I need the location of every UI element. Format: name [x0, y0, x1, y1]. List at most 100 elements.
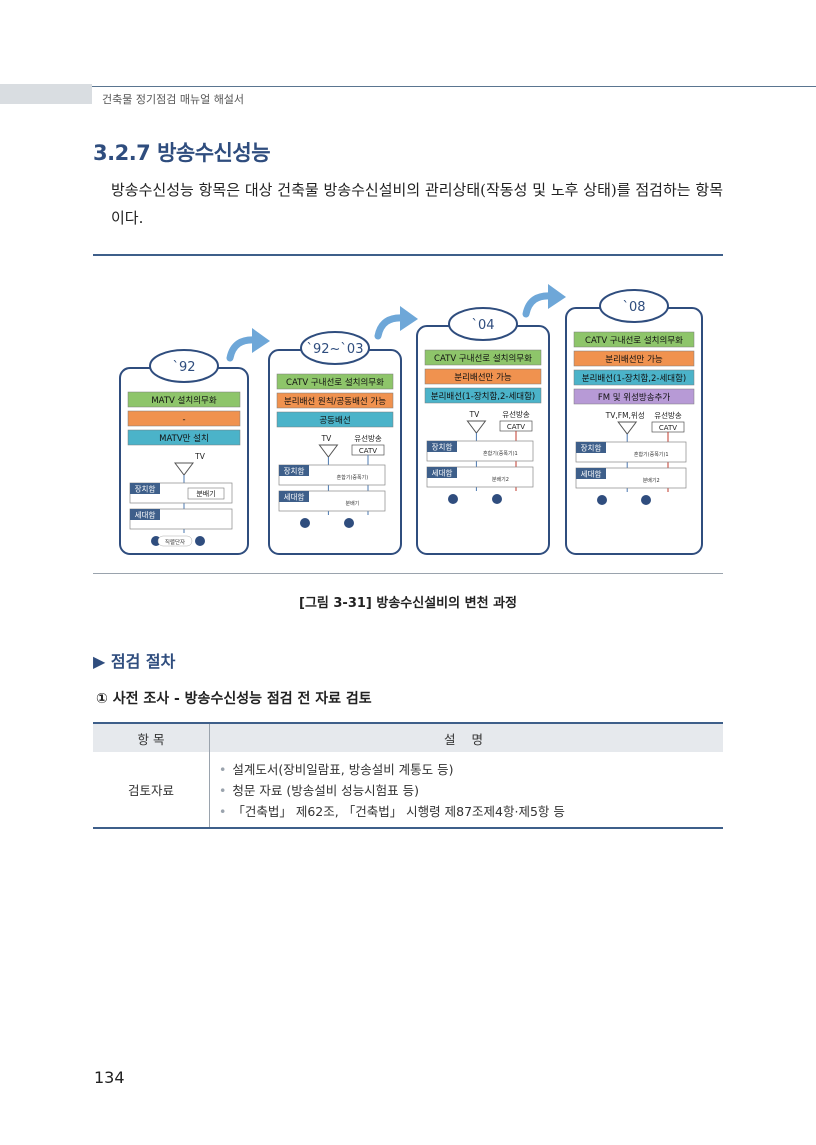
- antenna-icon: [466, 420, 487, 434]
- year-label: `92: [172, 360, 195, 375]
- cabinet-tag: [427, 441, 457, 452]
- header-accent-block: [0, 84, 92, 104]
- table-header-row: 항 목 설 명: [93, 722, 723, 752]
- outlet-icon: [492, 494, 502, 504]
- table-row-desc: 설계도서(장비일람표, 방송설비 계통도 등) 청문 자료 (방송설비 성능시험…: [209, 752, 723, 829]
- running-title: 건축물 정기점검 매뉴얼 해설서: [102, 93, 245, 106]
- cabinet-tag: [576, 442, 606, 453]
- figure-caption: [그림 3-31] 방송수신설비의 변천 과정: [299, 596, 517, 611]
- outlet-icon: [300, 518, 310, 528]
- feature-bar: [424, 349, 542, 366]
- table-header-item: 항 목: [93, 722, 210, 752]
- figure-top-rule: [93, 254, 723, 256]
- feature-label: 분리배선만 가능: [454, 373, 512, 383]
- cable-label: 유선방송: [502, 409, 530, 419]
- feature-label: CATV 구내선로 설치의무화: [286, 377, 384, 388]
- antenna-icon: [318, 444, 339, 458]
- antenna-icon: [617, 421, 638, 435]
- feature-bar: [127, 429, 241, 446]
- device-label: 분배기: [345, 500, 359, 507]
- cabinet-label: 장치함: [284, 466, 305, 476]
- device-label: 혼합기(증폭기)1: [483, 450, 518, 457]
- feature-label: MATV 설치의무화: [151, 395, 216, 406]
- year-label: `08: [622, 300, 645, 315]
- feature-label: FM 및 위성방송추가: [598, 392, 671, 403]
- section-intro: 방송수신성능 항목은 대상 건축물 방송수신설비의 관리상태(작동성 및 노후 …: [111, 181, 723, 227]
- year-bubble: [300, 331, 370, 365]
- page-number: 134: [94, 1068, 125, 1087]
- section-title: 3.2.7 방송수신성능: [93, 141, 271, 165]
- review-table: 항 목 설 명 검토자료 설계도서(장비일람표, 방송설비 계통도 등) 청문 …: [93, 722, 723, 829]
- feature-bar: [276, 411, 394, 428]
- feature-bar: [424, 387, 542, 404]
- feature-label: CATV 구내선로 설치의무화: [585, 335, 683, 346]
- header-rule: [92, 86, 816, 87]
- feature-bar: [573, 331, 695, 348]
- household-label: 세대함: [432, 469, 453, 478]
- household-label: 세대함: [284, 493, 305, 502]
- tv-label: TV,FM,위성: [605, 411, 645, 420]
- feature-bar: [424, 368, 542, 385]
- device-label: 분배기2: [492, 476, 509, 483]
- outlet-tag: [157, 535, 193, 547]
- feature-label: 공동배선: [319, 416, 350, 426]
- cable-label: 유선방송: [654, 410, 682, 420]
- cabinet-tag: [279, 465, 309, 476]
- device-label: 혼합기(증폭기)1: [634, 451, 669, 458]
- splitter-box: [187, 487, 225, 500]
- procedure-heading: ▶ 점검 절차: [93, 652, 176, 671]
- list-item: 청문 자료 (방송설비 성능시험표 등): [219, 780, 722, 801]
- feature-label: 분리배선 원칙/공동배선 가능: [284, 397, 386, 407]
- table-row-label: 검토자료: [93, 752, 210, 829]
- splitter-label: 분배기: [196, 489, 215, 498]
- feature-label: MATV만 설치: [159, 433, 209, 444]
- tv-label: TV: [194, 452, 206, 461]
- feature-label: 분리배선(1-장치함,2-세대함): [582, 373, 687, 384]
- household-tag: [427, 467, 457, 478]
- feature-bar: [276, 373, 394, 390]
- feature-bar: [573, 369, 695, 386]
- tv-label: TV: [321, 434, 333, 443]
- year-bubble: [599, 289, 669, 323]
- progress-arrow-head-icon: [400, 306, 418, 331]
- feature-label: CATV 구내선로 설치의무화: [434, 353, 532, 364]
- table-row: 검토자료 설계도서(장비일람표, 방송설비 계통도 등) 청문 자료 (방송설비…: [93, 752, 723, 829]
- device-label: 혼합기(증폭기): [337, 474, 369, 481]
- year-bubble: [448, 307, 518, 341]
- cabinet-tag: [130, 483, 160, 494]
- cabinet-label: 장치함: [432, 442, 453, 452]
- cabinet-label: 장치함: [135, 484, 156, 494]
- device-label: 분배기2: [643, 477, 660, 484]
- list-item: 「건축법」 제62조, 「건축법」 시행령 제87조제4항·제5항 등: [219, 801, 722, 822]
- outlet-icon: [641, 495, 651, 505]
- step1-heading: ① 사전 조사 - 방송수신성능 점검 전 자료 검토: [96, 691, 372, 707]
- household-tag: [576, 468, 606, 479]
- antenna-icon: [174, 462, 194, 476]
- cabinet-label: 장치함: [581, 443, 602, 453]
- outlet-icon: [195, 536, 205, 546]
- table-header-desc: 설 명: [209, 722, 723, 752]
- outlet-icon: [448, 494, 458, 504]
- catv-label: CATV: [359, 447, 377, 455]
- feature-bar: [573, 388, 695, 405]
- feature-label: 분리배선(1-장치함,2-세대함): [431, 391, 536, 402]
- feature-label: 분리배선만 가능: [605, 355, 663, 365]
- feature-bar: [573, 350, 695, 367]
- outlet-icon: [597, 495, 607, 505]
- feature-label: -: [182, 415, 185, 425]
- cable-label: 유선방송: [354, 433, 382, 443]
- household-label: 세대함: [581, 470, 602, 479]
- list-item: 설계도서(장비일람표, 방송설비 계통도 등): [219, 759, 722, 780]
- progress-arrow-head-icon: [548, 284, 566, 309]
- outlet-label: 직렬단자: [165, 538, 185, 546]
- feature-bar: [276, 392, 394, 409]
- outlet-icon: [344, 518, 354, 528]
- household-tag: [130, 509, 160, 520]
- tv-label: TV: [469, 410, 481, 419]
- feature-bar: [127, 410, 241, 427]
